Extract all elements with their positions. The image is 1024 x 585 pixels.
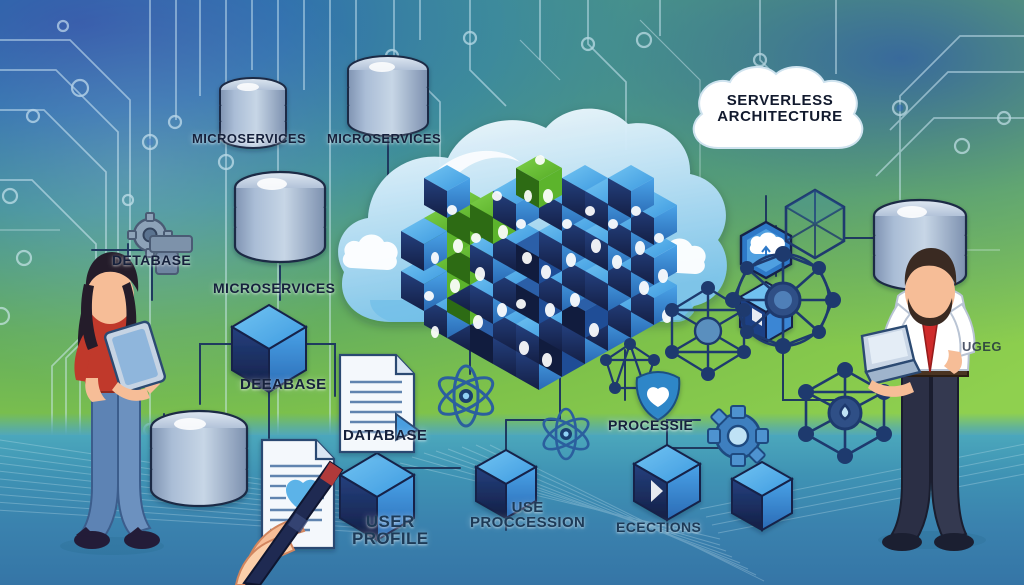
db-stack-4 <box>149 409 249 508</box>
label-database-doc: DATABASE <box>343 427 428 444</box>
network-node-left <box>665 281 751 381</box>
cube-use-proccession <box>473 448 539 520</box>
label-user-profile: USER PROFILE <box>352 512 429 549</box>
label-use-proccession: USE PROCCESSION <box>470 499 586 532</box>
cube-right-lower <box>729 460 795 532</box>
label-ugeg: UGEG <box>962 339 1002 354</box>
db-stack-5 <box>872 198 968 292</box>
shield-badge-processie <box>635 371 681 422</box>
label-microservices-top-mid: MICROSERVICES <box>327 131 442 146</box>
serverless-architecture-badge: SERVERLESS ARCHITECTURE <box>678 60 882 160</box>
cloud-small-left <box>342 234 398 270</box>
label-microservices-left: MICROSERVICES <box>213 280 336 296</box>
cloud-badge-shape <box>692 66 864 149</box>
light-glow-left <box>0 0 400 400</box>
label-ecections: ECECTIONS <box>616 519 702 535</box>
network-node-center <box>725 246 841 354</box>
hand-with-pen <box>234 460 344 585</box>
cube-grid-cluster <box>401 155 677 390</box>
label-microservices-top-left: MICROSERVICES <box>192 131 307 146</box>
label-database-left: DETABASE <box>112 252 192 268</box>
person-right-man <box>860 248 986 551</box>
hex-wireframe-badge <box>784 188 846 260</box>
badge-line-2: ARCHITECTURE <box>717 108 843 126</box>
network-node-lower <box>798 362 892 464</box>
db-stack-1 <box>219 77 287 149</box>
badge-line-1: SERVERLESS <box>726 92 834 109</box>
label-database-cube: DEEABASE <box>240 376 327 393</box>
cube-ecections <box>631 443 703 522</box>
gear-icon-right <box>707 405 769 467</box>
db-stack-2 <box>347 55 429 137</box>
atom-icon-right <box>542 407 590 461</box>
document-upper <box>338 353 420 454</box>
atom-icon-left <box>437 364 495 428</box>
gear-icon-left <box>127 212 193 275</box>
cube-user-profile <box>338 451 416 542</box>
person-left-woman <box>60 252 167 555</box>
cube-database <box>230 303 308 394</box>
label-processie: PROCESSIE <box>608 417 694 433</box>
db-stack-3 <box>233 170 327 264</box>
